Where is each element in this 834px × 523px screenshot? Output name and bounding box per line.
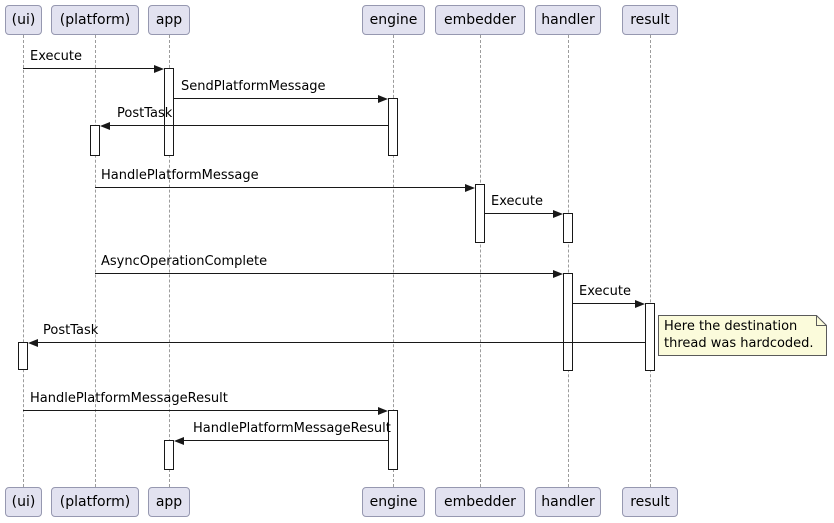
participant-result-bottom: result [622, 487, 678, 517]
message-label-engine-to-platform: PostTask [117, 106, 173, 121]
activation-app [164, 440, 174, 470]
participant-app-top: app [148, 5, 190, 35]
activation-ui [18, 342, 28, 370]
message-label-embedder-to-handler: Execute [491, 194, 543, 209]
message-line-embedder-to-handler [485, 213, 555, 214]
activation-handler [563, 273, 573, 371]
activation-engine [388, 410, 398, 470]
message-line-engine-to-app [182, 440, 388, 441]
activation-engine [388, 98, 398, 156]
message-line-ui-to-engine [23, 410, 380, 411]
message-label-engine-to-app: HandlePlatformMessageResult [193, 421, 391, 436]
message-label-ui-to-engine: HandlePlatformMessageResult [30, 391, 228, 406]
participant-engine-top: engine [362, 5, 425, 35]
message-label-ui-to-app: Execute [30, 49, 82, 64]
participant-result-top: result [622, 5, 678, 35]
participant-embedder-top: embedder [435, 5, 525, 35]
arrowhead-icon [174, 436, 184, 445]
lifeline-embedder [480, 35, 481, 487]
message-label-handler-to-result: Execute [579, 284, 631, 299]
message-label-app-to-engine: SendPlatformMessage [181, 79, 326, 94]
message-line-platform-to-handler [95, 273, 555, 274]
participant-platform-bottom: (platform) [51, 487, 139, 517]
participant-app-bottom: app [148, 487, 190, 517]
arrowhead-icon [553, 209, 563, 218]
participant-ui-bottom: (ui) [5, 487, 42, 517]
arrowhead-icon [100, 121, 110, 130]
lifeline-result [650, 35, 651, 487]
message-line-app-to-engine [174, 98, 380, 99]
participant-ui-top: (ui) [5, 5, 42, 35]
participant-handler-bottom: handler [535, 487, 601, 517]
arrowhead-icon [553, 269, 563, 278]
arrowhead-icon [28, 338, 38, 347]
activation-result [645, 303, 655, 371]
lifeline-ui [23, 35, 24, 487]
lifeline-app [169, 35, 170, 487]
note: Here the destination thread was hardcode… [658, 315, 827, 356]
arrowhead-icon [378, 94, 388, 103]
note-line-1: Here the destination [664, 319, 798, 334]
arrowhead-icon [465, 183, 475, 192]
message-label-platform-to-handler: AsyncOperationComplete [101, 254, 268, 269]
message-label-result-to-ui: PostTask [43, 323, 99, 338]
arrowhead-icon [635, 299, 645, 308]
message-line-engine-to-platform [108, 125, 388, 126]
participant-embedder-bottom: embedder [435, 487, 525, 517]
activation-app [164, 68, 174, 156]
note-text: Here the destination thread was hardcode… [664, 318, 814, 352]
lifeline-handler [568, 35, 569, 487]
participant-platform-top: (platform) [51, 5, 139, 35]
activation-handler [563, 213, 573, 243]
lifeline-engine [393, 35, 394, 487]
lifeline-platform [95, 35, 96, 487]
message-line-ui-to-app [23, 68, 156, 69]
arrowhead-icon [378, 406, 388, 415]
message-line-handler-to-result [573, 303, 637, 304]
activation-embedder [475, 184, 485, 243]
message-line-result-to-ui [36, 342, 645, 343]
activation-platform [90, 125, 100, 156]
participant-handler-top: handler [535, 5, 601, 35]
note-paper-icon [658, 315, 827, 356]
message-line-platform-to-embedder [95, 187, 467, 188]
participant-engine-bottom: engine [362, 487, 425, 517]
note-line-2: thread was hardcoded. [664, 336, 814, 351]
arrowhead-icon [154, 64, 164, 73]
message-label-platform-to-embedder: HandlePlatformMessage [101, 168, 259, 183]
